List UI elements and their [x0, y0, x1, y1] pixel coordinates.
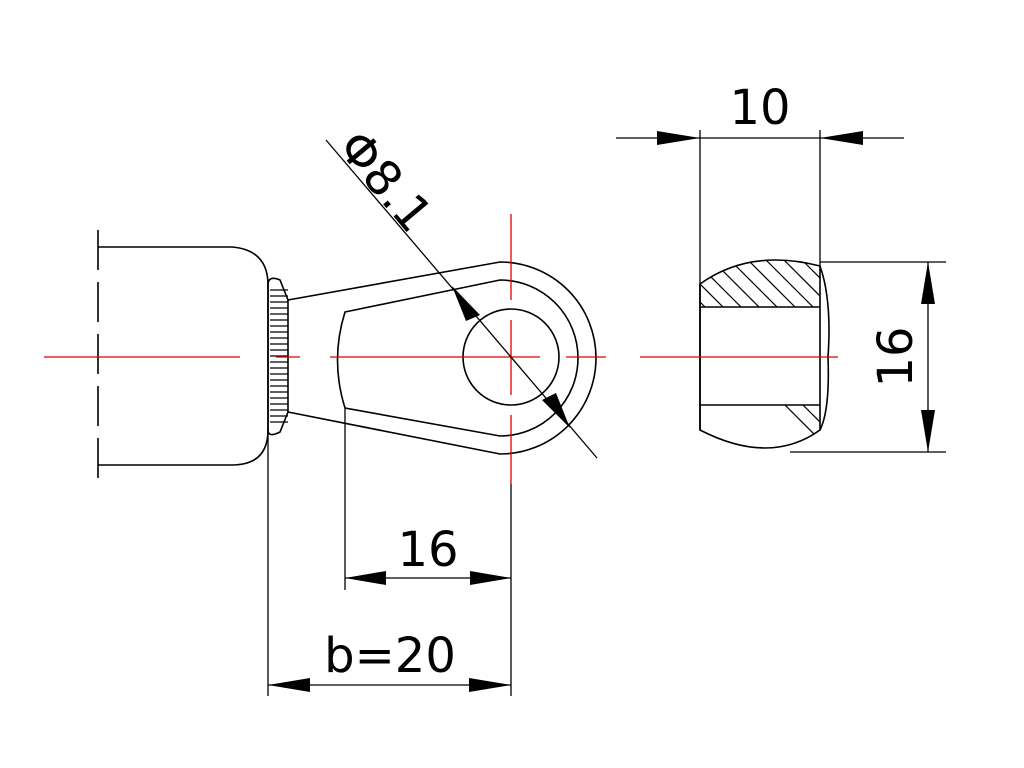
cylinder-body	[97, 230, 269, 480]
slot-length-label: 16	[397, 522, 458, 578]
front-view: Φ8.1 16 b=20	[44, 120, 606, 696]
front-centerlines	[44, 214, 606, 484]
section-height-label: 16	[868, 326, 924, 387]
bottom-hatch	[700, 405, 820, 448]
b-length-dimension: b=20	[267, 430, 511, 696]
section-width-label: 10	[729, 80, 790, 136]
section-view: 10 16	[616, 80, 946, 453]
slot-length-dimension: 16	[344, 408, 512, 696]
b-length-label: b=20	[324, 628, 456, 684]
diameter-dimension: Φ8.1	[325, 120, 598, 459]
eye-end	[287, 261, 597, 455]
top-hatch	[700, 260, 820, 307]
section-height-dimension: 16	[790, 261, 946, 453]
section-width-dimension: 10	[616, 80, 904, 284]
hole-diameter-label: Φ8.1	[327, 120, 443, 243]
